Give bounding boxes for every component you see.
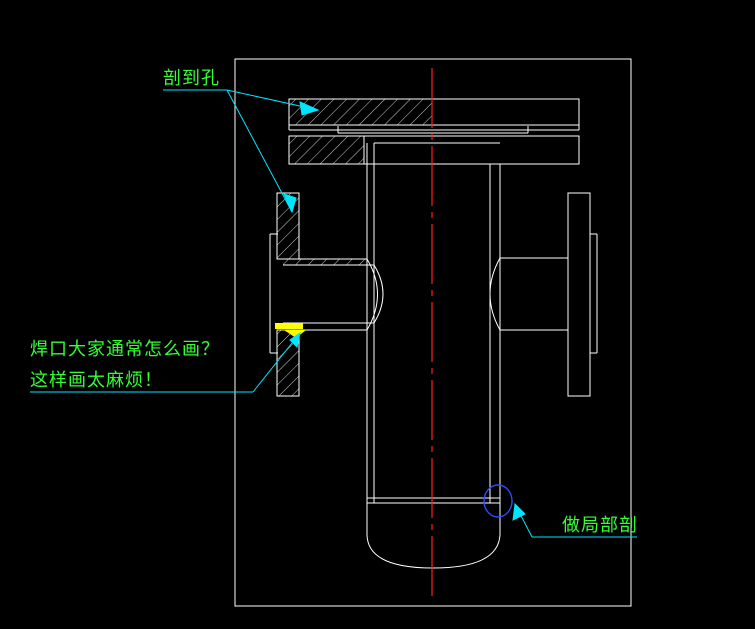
leader-lines: [30, 89, 637, 538]
right-nozzle: [489, 192, 598, 397]
annotation-weld-complaint: 这样画太麻烦！: [30, 370, 163, 391]
flange-plate: [288, 135, 580, 165]
top-cover-plate: [288, 98, 580, 134]
annotation-section-hole: 剖到孔: [163, 68, 220, 89]
detail-circle: [483, 484, 513, 518]
annotation-partial-section: 做局部剖: [562, 515, 638, 536]
annotation-weld-question: 焊口大家通常怎么画？: [30, 339, 220, 360]
main-body: [366, 142, 501, 569]
left-flange: [269, 192, 300, 397]
drawing-border: [234, 58, 632, 607]
weld-mark: [275, 323, 306, 338]
